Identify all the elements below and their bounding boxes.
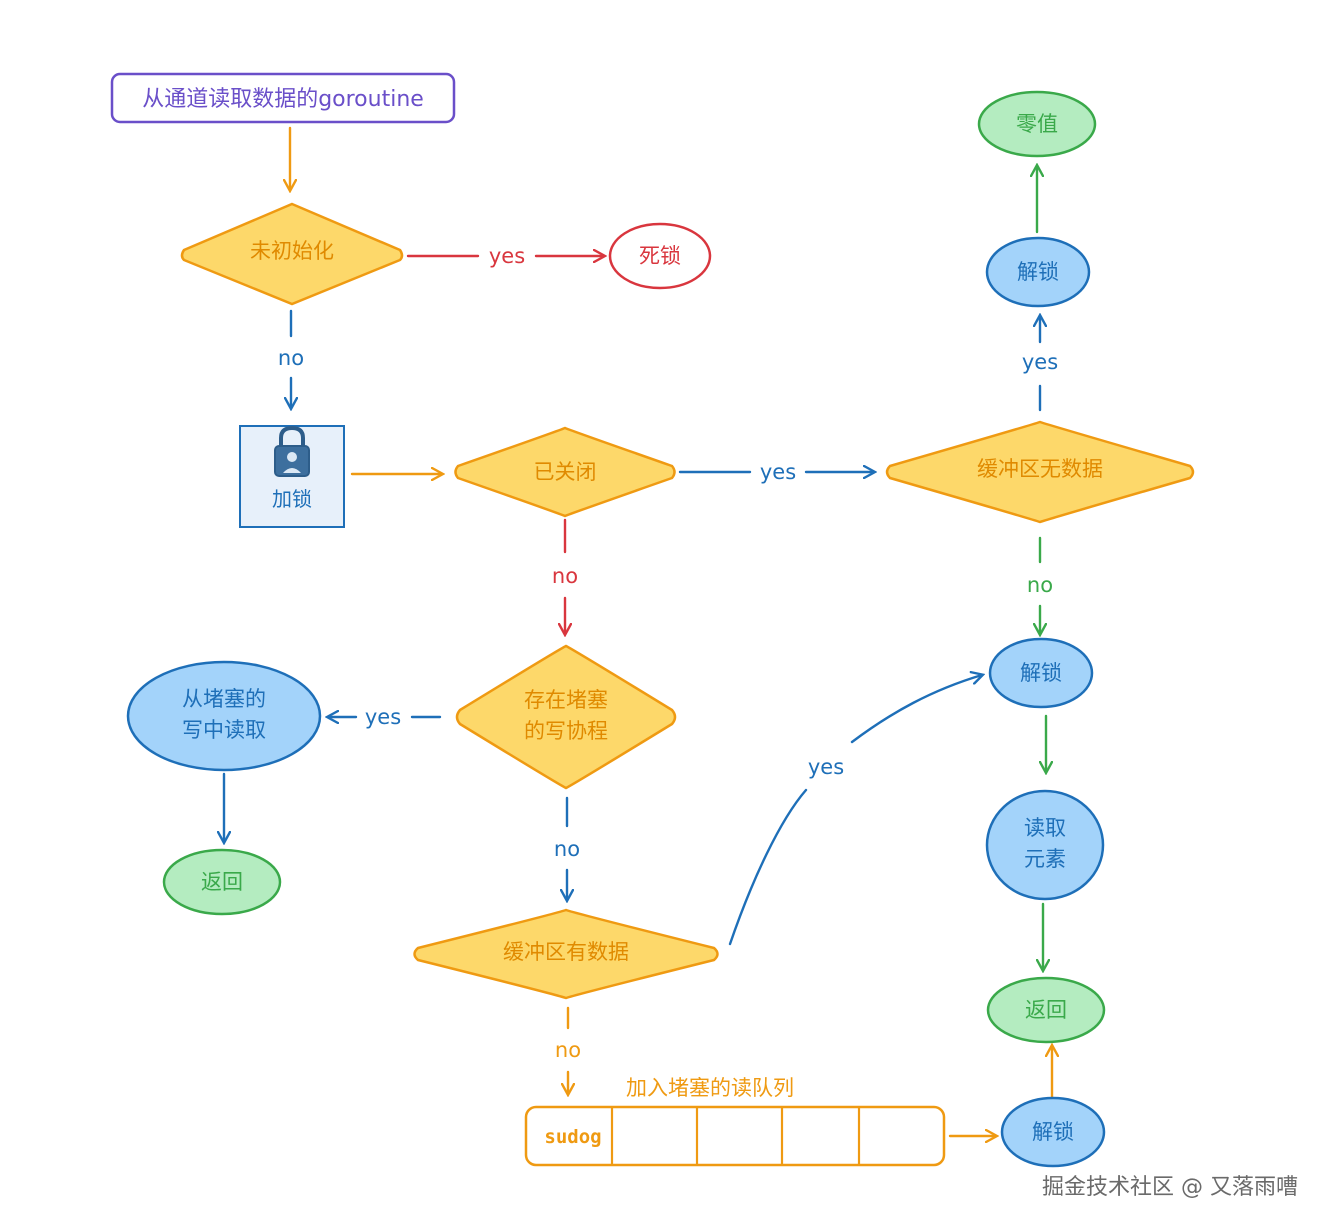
watermark: 掘金技术社区 @ 又落雨嘈	[1042, 1175, 1298, 1200]
node-read-elem-label-1: 读取	[1024, 816, 1066, 840]
node-return-right: 返回	[986, 976, 1106, 1044]
node-read-from-blocked-label-1: 从堵塞的	[182, 687, 266, 711]
edge-label-closed-yes: yes	[760, 460, 796, 484]
node-return-left: 返回	[162, 848, 282, 916]
edges	[224, 126, 1052, 1136]
edge-bufhas-yes-b	[850, 675, 982, 744]
node-zero-value-label: 零值	[1016, 112, 1058, 136]
node-closed: 已关闭	[454, 426, 676, 518]
node-uninit-label: 未初始化	[250, 239, 334, 263]
edge-label-bufhas-yes: yes	[808, 755, 844, 779]
edge-label-bufempty-yes: yes	[1022, 350, 1058, 374]
queue-sudog-label: sudog	[544, 1126, 601, 1148]
node-read-queue: sudog	[524, 1105, 946, 1167]
edge-label-bufhas-no: no	[555, 1038, 581, 1062]
node-deadlock: 死锁	[608, 222, 712, 290]
node-read-elem: 读取 元素	[985, 789, 1105, 901]
node-return-left-label: 返回	[201, 870, 243, 894]
node-lock-label: 加锁	[272, 487, 312, 511]
node-has-writer: 存在堵塞 的写协程	[455, 644, 677, 790]
node-zero-value: 零值	[977, 90, 1097, 158]
node-unlock-mid: 解锁	[988, 637, 1094, 709]
node-unlock-bottom: 解锁	[1000, 1096, 1106, 1168]
lock-icon	[274, 425, 310, 477]
edge-label-uninit-yes: yes	[489, 244, 525, 268]
edge-label-haswriter-no: no	[554, 837, 580, 861]
node-start: 从通道读取数据的goroutine	[110, 72, 456, 124]
edge-label-closed-no: no	[552, 564, 578, 588]
node-return-right-label: 返回	[1025, 998, 1067, 1022]
node-read-from-blocked-label-2: 写中读取	[182, 718, 266, 742]
node-unlock-bottom-label: 解锁	[1032, 1120, 1074, 1144]
node-closed-label: 已关闭	[534, 460, 597, 484]
node-deadlock-label: 死锁	[639, 244, 681, 268]
node-buf-has-data: 缓冲区有数据	[413, 908, 719, 1000]
node-buf-has-data-label: 缓冲区有数据	[503, 940, 629, 964]
edge-label-uninit-no: no	[278, 346, 304, 370]
node-unlock-mid-label: 解锁	[1020, 661, 1062, 685]
node-read-elem-label-2: 元素	[1024, 847, 1066, 871]
node-has-writer-label-1: 存在堵塞	[524, 688, 608, 712]
queue-title: 加入堵塞的读队列	[626, 1076, 794, 1100]
edge-bufhas-yes-a	[728, 788, 808, 946]
node-read-from-blocked: 从堵塞的 写中读取	[126, 660, 322, 772]
edge-label-haswriter-yes: yes	[365, 705, 401, 729]
node-unlock-top: 解锁	[985, 236, 1091, 308]
node-buf-empty-label: 缓冲区无数据	[977, 457, 1103, 481]
node-buf-empty: 缓冲区无数据	[885, 420, 1195, 524]
node-lock: 加锁	[239, 425, 345, 528]
edge-label-bufempty-no: no	[1027, 573, 1053, 597]
node-uninit: 未初始化	[180, 202, 404, 306]
node-start-label: 从通道读取数据的goroutine	[142, 87, 424, 112]
node-has-writer-label-2: 的写协程	[524, 719, 608, 743]
node-unlock-top-label: 解锁	[1017, 260, 1059, 284]
